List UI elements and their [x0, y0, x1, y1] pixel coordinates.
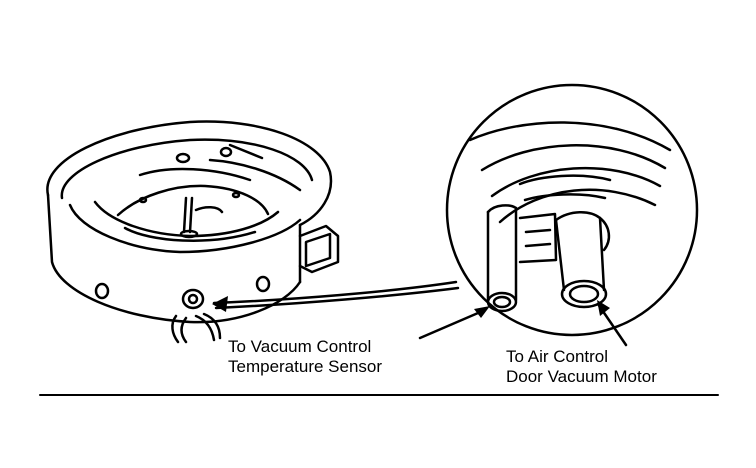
- motor-label-line2: Door Vacuum Motor: [506, 367, 657, 386]
- snorkel-detail-view: [445, 83, 699, 337]
- arrowhead-to-sensor: [212, 296, 228, 312]
- sensor-callout-line: [418, 308, 487, 340]
- sensor-callout-label: To Vacuum Control Temperature Sensor: [228, 337, 382, 377]
- arrowhead-to-tube: [474, 306, 490, 318]
- motor-callout-label: To Air Control Door Vacuum Motor: [506, 347, 657, 387]
- sensor-label-line2: Temperature Sensor: [228, 357, 383, 376]
- air-cleaner-housing: [46, 120, 340, 344]
- motor-label-line1: To Air Control: [506, 347, 609, 366]
- sensor-label-line1: To Vacuum Control: [228, 337, 372, 356]
- arrowhead-to-motor: [597, 300, 610, 316]
- vacuum-hose-line-2: [214, 286, 460, 310]
- vacuum-hose-line: [212, 280, 458, 305]
